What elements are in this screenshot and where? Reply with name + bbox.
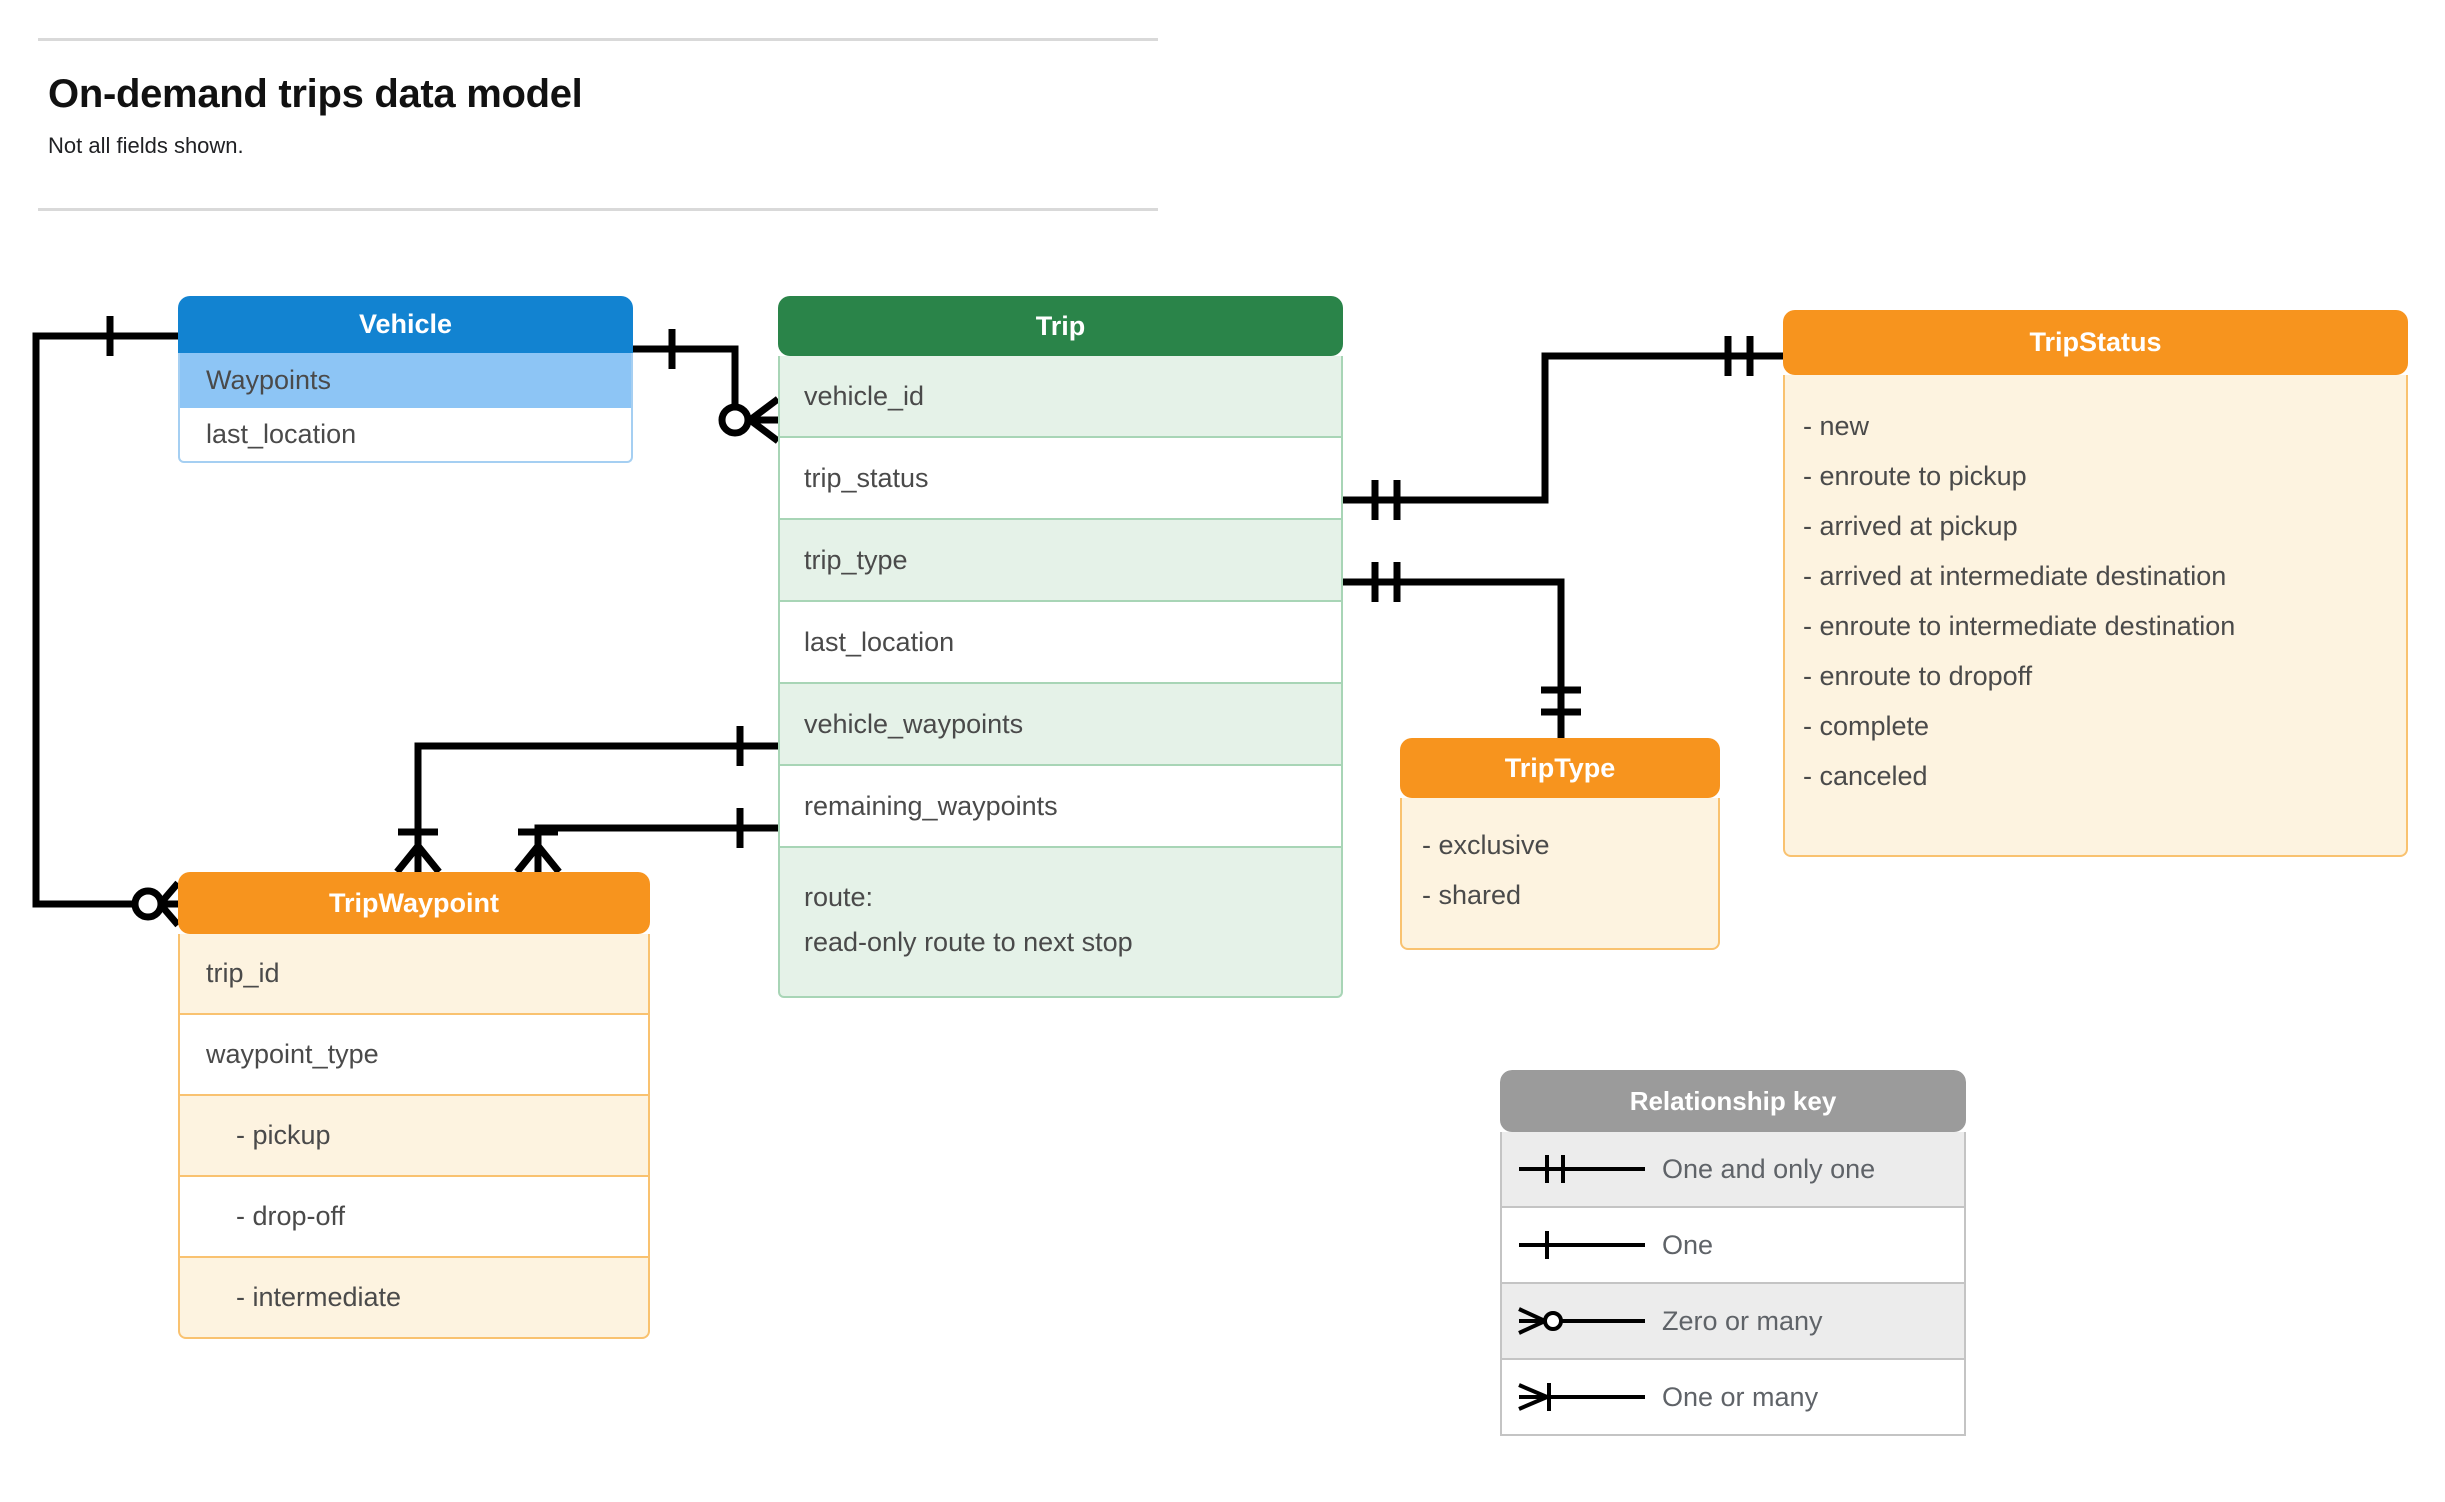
relationship-key-rows: One and only one One	[1500, 1132, 1966, 1436]
enum-row[interactable]: - intermediate	[178, 1258, 650, 1339]
legend-row[interactable]: One or many	[1500, 1360, 1966, 1436]
relationship-key-title: Relationship key	[1500, 1070, 1966, 1132]
enum-item: - arrived at intermediate destination	[1803, 561, 2227, 591]
entity-trip-waypoint-title: TripWaypoint	[178, 872, 650, 934]
one-and-only-one-icon	[1502, 1149, 1662, 1189]
page-subtitle: Not all fields shown.	[48, 133, 244, 158]
enum-item: - new	[1803, 411, 1870, 441]
legend-label: One and only one	[1662, 1153, 1876, 1184]
field-row[interactable]: Waypoints	[178, 353, 633, 408]
enum-item: - shared	[1422, 880, 1522, 910]
field-row[interactable]: last_location	[778, 602, 1343, 684]
legend-label: Zero or many	[1662, 1305, 1823, 1336]
field-row[interactable]: vehicle_waypoints	[778, 684, 1343, 766]
enum-row[interactable]: - pickup	[178, 1096, 650, 1177]
entity-trip-status-values: - new - enroute to pickup - arrived at p…	[1783, 375, 2408, 857]
field-row-route[interactable]: route: read-only route to next stop	[778, 848, 1343, 998]
entity-trip-title: Trip	[778, 296, 1343, 356]
enum-row[interactable]: - drop-off	[178, 1177, 650, 1258]
field-route-description: read-only route to next stop	[804, 927, 1133, 957]
legend-label: One	[1662, 1229, 1714, 1260]
field-row[interactable]: trip_id	[178, 934, 650, 1015]
entity-trip-type[interactable]: TripType	[1400, 738, 1720, 798]
entity-trip-status-title: TripStatus	[1783, 310, 2408, 375]
entity-vehicle-fields: Waypoints last_location	[178, 353, 633, 463]
field-row[interactable]: trip_type	[778, 520, 1343, 602]
entity-vehicle-title: Vehicle	[178, 296, 633, 353]
legend-label: One or many	[1662, 1381, 1819, 1412]
entity-trip-fields: vehicle_id trip_status trip_type last_lo…	[778, 356, 1343, 998]
entity-vehicle[interactable]: Vehicle	[178, 296, 633, 414]
enum-item: - canceled	[1803, 761, 1928, 791]
header-divider-top	[38, 38, 1158, 41]
entity-trip-waypoint[interactable]: TripWaypoint	[178, 872, 650, 934]
one-or-many-icon	[1502, 1377, 1662, 1417]
legend-row[interactable]: One	[1500, 1208, 1966, 1284]
entity-trip-type-title: TripType	[1400, 738, 1720, 798]
field-row[interactable]: vehicle_id	[778, 356, 1343, 438]
enum-item: - complete	[1803, 711, 1930, 741]
zero-or-many-icon	[1502, 1301, 1662, 1341]
field-row[interactable]: waypoint_type	[178, 1015, 650, 1096]
entity-trip[interactable]: Trip	[778, 296, 1343, 356]
enum-item: - enroute to intermediate destination	[1803, 611, 2236, 641]
field-route-label: route:	[804, 882, 874, 912]
enum-item: - enroute to pickup	[1803, 461, 2027, 491]
page-title: On-demand trips data model	[48, 72, 583, 116]
entity-trip-waypoint-fields: trip_id waypoint_type - pickup - drop-of…	[178, 934, 650, 1339]
legend-row[interactable]: Zero or many	[1500, 1284, 1966, 1360]
one-icon	[1502, 1225, 1662, 1265]
enum-item: - arrived at pickup	[1803, 511, 2018, 541]
field-row[interactable]: trip_status	[778, 438, 1343, 520]
legend-row[interactable]: One and only one	[1500, 1132, 1966, 1208]
field-row[interactable]: last_location	[178, 408, 633, 463]
entity-trip-type-values: - exclusive - shared	[1400, 798, 1720, 950]
enum-item: - exclusive	[1422, 830, 1550, 860]
header-divider-bottom	[38, 208, 1158, 211]
field-row[interactable]: remaining_waypoints	[778, 766, 1343, 848]
entity-trip-status[interactable]: TripStatus	[1783, 310, 2408, 375]
relationship-key-panel[interactable]: Relationship key	[1500, 1070, 1966, 1132]
enum-item: - enroute to dropoff	[1803, 661, 2033, 691]
